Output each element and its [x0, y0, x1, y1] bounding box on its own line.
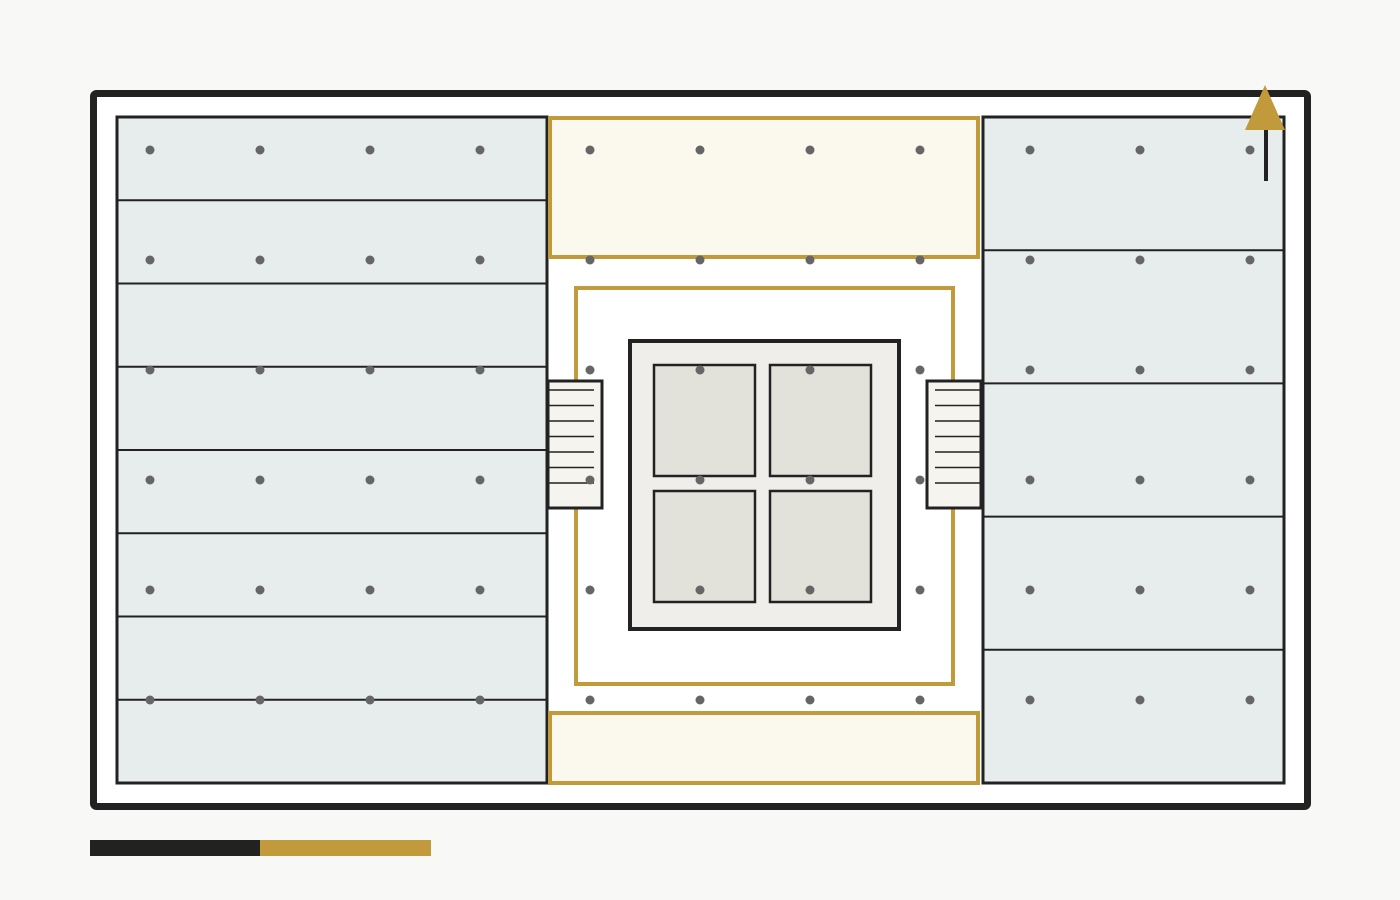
- column-dot: [255, 145, 265, 155]
- column-dot: [1025, 145, 1035, 155]
- column-dot: [1245, 145, 1255, 155]
- column-dot: [585, 475, 595, 485]
- scale-bar-dark: [90, 840, 260, 856]
- column-dot: [145, 145, 155, 155]
- column-dot: [145, 255, 155, 265]
- column-dot: [365, 365, 375, 375]
- right-wing-dividers: [983, 249, 1284, 651]
- column-grid: [145, 145, 1255, 705]
- column-dot: [365, 475, 375, 485]
- column-dot: [1245, 585, 1255, 595]
- column-dot: [695, 255, 705, 265]
- column-dot: [365, 695, 375, 705]
- column-dot: [1245, 365, 1255, 375]
- scale-bar-accent: [260, 840, 431, 856]
- top-accent-room: [548, 116, 980, 259]
- column-dot: [915, 695, 925, 705]
- column-dot: [915, 475, 925, 485]
- right-wing: [981, 115, 1286, 785]
- column-dot: [145, 585, 155, 595]
- column-dot: [1245, 695, 1255, 705]
- column-dot: [915, 145, 925, 155]
- column-dot: [1245, 255, 1255, 265]
- stair-left: [546, 379, 604, 510]
- right-wing-outline: [981, 115, 1286, 785]
- left-wing-dividers: [117, 199, 547, 701]
- column-dot: [255, 475, 265, 485]
- column-dot: [695, 365, 705, 375]
- service-core: [628, 339, 901, 631]
- column-dot: [805, 585, 815, 595]
- column-dot: [255, 695, 265, 705]
- north-arrow-icon: [1245, 85, 1285, 181]
- bottom-accent-room: [548, 711, 980, 785]
- column-dot: [805, 255, 815, 265]
- column-dot: [255, 255, 265, 265]
- column-dot: [365, 145, 375, 155]
- column-dot: [805, 365, 815, 375]
- column-dot: [1245, 475, 1255, 485]
- column-dot: [1025, 475, 1035, 485]
- column-dot: [585, 255, 595, 265]
- column-dot: [805, 145, 815, 155]
- column-dot: [695, 695, 705, 705]
- column-dot: [1025, 365, 1035, 375]
- column-dot: [805, 695, 815, 705]
- column-dot: [915, 365, 925, 375]
- core-room: [652, 489, 757, 604]
- column-dot: [695, 585, 705, 595]
- left-wing: [115, 115, 549, 785]
- column-dot: [585, 585, 595, 595]
- column-dot: [1025, 585, 1035, 595]
- column-dot: [475, 145, 485, 155]
- column-dot: [695, 475, 705, 485]
- column-dot: [695, 145, 705, 155]
- column-dot: [255, 585, 265, 595]
- column-dot: [1025, 255, 1035, 265]
- column-dot: [475, 365, 485, 375]
- column-dot: [145, 475, 155, 485]
- core-room: [652, 363, 757, 478]
- scale-bar-icon: [90, 840, 431, 856]
- column-dot: [1135, 365, 1145, 375]
- column-dot: [255, 365, 265, 375]
- column-dot: [1135, 695, 1145, 705]
- stair-right: [925, 379, 983, 510]
- column-dot: [475, 475, 485, 485]
- column-dot: [585, 365, 595, 375]
- column-dot: [475, 255, 485, 265]
- column-dot: [475, 585, 485, 595]
- column-dot: [475, 695, 485, 705]
- column-dot: [585, 145, 595, 155]
- column-dot: [915, 255, 925, 265]
- column-dot: [365, 585, 375, 595]
- column-dot: [1025, 695, 1035, 705]
- column-dot: [145, 695, 155, 705]
- column-dot: [1135, 475, 1145, 485]
- core-room: [768, 363, 873, 478]
- column-dot: [585, 695, 595, 705]
- column-dot: [915, 585, 925, 595]
- column-dot: [1135, 145, 1145, 155]
- column-dot: [145, 365, 155, 375]
- core-room: [768, 489, 873, 604]
- column-dot: [1135, 585, 1145, 595]
- column-dot: [365, 255, 375, 265]
- column-dot: [1135, 255, 1145, 265]
- column-dot: [805, 475, 815, 485]
